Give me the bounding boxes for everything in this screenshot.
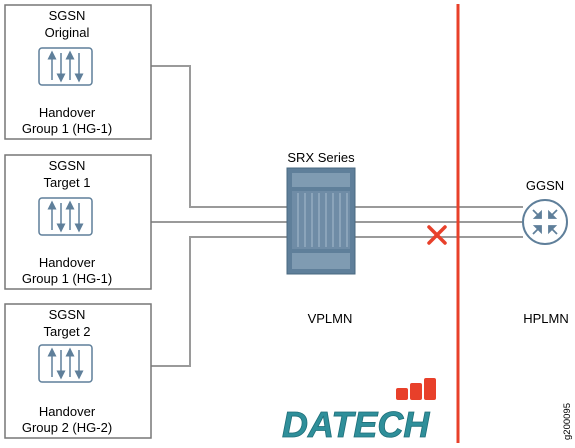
sgsn-target1-group-line2: Group 1 (HG-1): [22, 271, 112, 286]
zone-label-vplmn: VPLMN: [308, 311, 353, 326]
sgsn-original-node: SGSN Original Handover Group 1 (HG-1): [4, 4, 152, 140]
sgsn-target1-subtitle: Target 1: [44, 175, 91, 190]
sgsn-target2-group-line1: Handover: [39, 404, 96, 419]
sgsn-target1-node: SGSN Target 1 Handover Group 1 (HG-1): [4, 154, 152, 290]
sgsn-original-group-line2: Group 1 (HG-1): [22, 121, 112, 136]
ggsn-node: GGSN: [522, 178, 568, 245]
srx-label: SRX Series: [287, 150, 355, 165]
srx-chassis-icon: [286, 167, 356, 275]
sgsn-target2-group-line2: Group 2 (HG-2): [22, 420, 112, 435]
sgsn-target2-subtitle: Target 2: [44, 324, 91, 339]
sgsn-target2-title: SGSN: [49, 307, 86, 322]
link-failure-x-icon: [427, 225, 447, 245]
sgsn-icon: [38, 197, 93, 236]
figure-id: g200095: [562, 403, 573, 440]
zone-label-hplmn: HPLMN: [523, 311, 569, 326]
sgsn-icon: [38, 344, 93, 383]
ggsn-label: GGSN: [526, 178, 564, 193]
sgsn-target1-title: SGSN: [49, 158, 86, 173]
sgsn-original-subtitle: Original: [45, 25, 90, 40]
sgsn-target1-group-line1: Handover: [39, 255, 96, 270]
sgsn-icon: [38, 47, 93, 86]
sgsn-target2-node: SGSN Target 2 Handover Group 2 (HG-2): [4, 303, 152, 439]
sgsn-original-title: SGSN: [49, 8, 86, 23]
datech-logo: DATECH: [282, 378, 436, 445]
srx-node: SRX Series: [286, 150, 356, 275]
sgsn-original-group-line1: Handover: [39, 105, 96, 120]
router-icon: [522, 199, 568, 245]
datech-logo-text: DATECH: [282, 404, 430, 443]
